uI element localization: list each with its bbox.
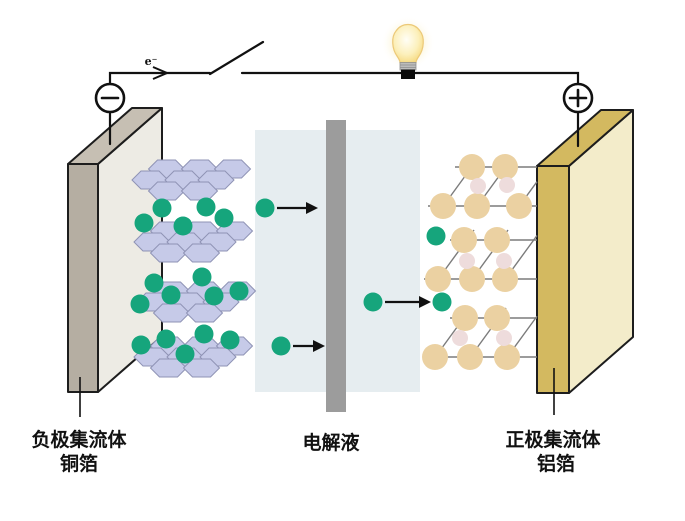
cathode-collector-label: 正极集流体: [505, 428, 601, 451]
current-direction-arrow-icon: [152, 66, 170, 80]
lattice-atom: [451, 227, 477, 253]
lattice-atom: [459, 154, 485, 180]
cathode-foil-label: 铝箔: [537, 452, 575, 475]
light-bulb-icon: [381, 16, 435, 79]
lattice-atom-small: [496, 253, 512, 269]
lattice-atom: [484, 305, 510, 331]
anode-foil-label: 铜箔: [60, 452, 98, 475]
lithium-ions: [130, 197, 452, 364]
lattice-atom: [484, 227, 510, 253]
lithium-ion: [426, 226, 446, 246]
electrolyte-label: 电解液: [302, 431, 360, 454]
lithium-ion: [194, 324, 214, 344]
lattice-atom: [457, 344, 483, 370]
lattice-atom: [492, 266, 518, 292]
lattice-atom: [494, 344, 520, 370]
lattice-atom-small: [499, 177, 515, 193]
circuit-wire: [240, 71, 580, 86]
lithium-ion: [255, 198, 275, 218]
lattice-atom: [492, 154, 518, 180]
lithium-ion: [220, 330, 240, 350]
lattice-atom: [464, 193, 490, 219]
ion-arrow-head: [419, 296, 431, 308]
external-circuit: e⁻: [94, 16, 594, 148]
circuit-wire: [108, 71, 212, 86]
aluminum-foil-slab: [536, 109, 634, 394]
lattice-atom: [430, 193, 456, 219]
lithium-ion: [152, 198, 172, 218]
separator: [326, 120, 346, 412]
lithium-ion: [204, 286, 224, 306]
anode-collector-label: 负极集流体: [31, 428, 127, 451]
lithium-ion: [131, 335, 151, 355]
lattice-atom-small: [496, 330, 512, 346]
lattice-atom: [459, 266, 485, 292]
lattice-atom: [422, 344, 448, 370]
lithium-ion: [130, 294, 150, 314]
lattice-atom-small: [459, 253, 475, 269]
ion-arrow-head: [306, 202, 318, 214]
lithium-ion: [271, 336, 291, 356]
ion-arrow-head: [313, 340, 325, 352]
lithium-ion: [134, 213, 154, 233]
lithium-ion: [173, 216, 193, 236]
lithium-ion: [144, 273, 164, 293]
open-switch-icon: [208, 40, 265, 76]
lithium-ion: [196, 197, 216, 217]
negative-terminal-icon: [94, 82, 126, 146]
electron-label: e⁻: [145, 55, 158, 68]
lattice-atom-small: [470, 178, 486, 194]
lithium-ion: [175, 344, 195, 364]
positive-terminal-icon: [562, 82, 594, 148]
lithium-ion: [192, 267, 212, 287]
lithium-ion: [214, 208, 234, 228]
lattice-atom-small: [452, 330, 468, 346]
lithium-ion: [432, 292, 452, 312]
lithium-ion: [229, 281, 249, 301]
lattice-atom: [425, 266, 451, 292]
cathode-lattice: [422, 154, 538, 370]
lattice-atom: [506, 193, 532, 219]
lithium-ion: [363, 292, 383, 312]
lithium-ion: [161, 285, 181, 305]
lithium-ion: [156, 329, 176, 349]
ion-flow-arrows: [277, 202, 431, 352]
lattice-atom: [452, 305, 478, 331]
